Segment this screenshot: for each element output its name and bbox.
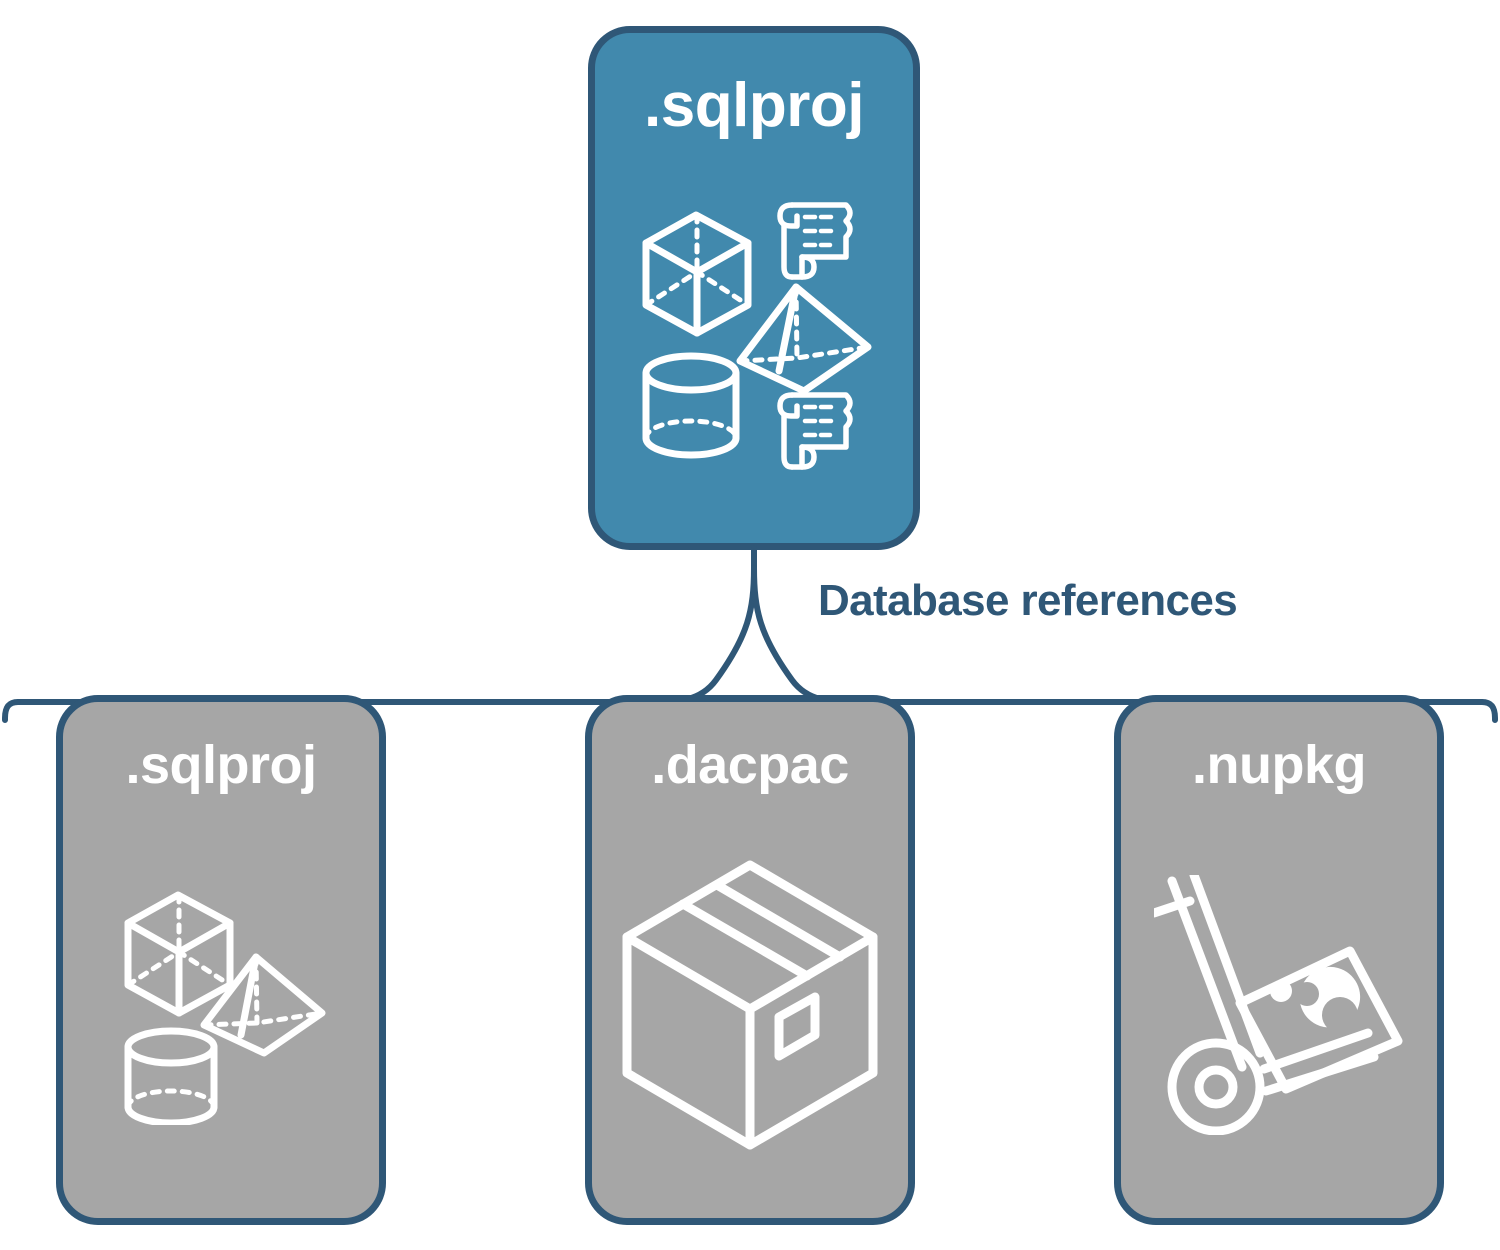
script-scroll-icon bbox=[777, 392, 853, 470]
card-title: .sqlproj bbox=[125, 735, 317, 795]
pyramid-wireframe-icon bbox=[200, 953, 326, 1057]
database-objects-with-scripts-icon bbox=[642, 202, 872, 470]
card-title: .sqlproj bbox=[644, 71, 864, 140]
card-title: .nupkg bbox=[1192, 735, 1366, 795]
ref-nupkg-icon-group bbox=[1121, 792, 1437, 1218]
pyramid-wireframe-icon bbox=[736, 283, 872, 395]
node-card-ref-nupkg[interactable]: .nupkg bbox=[1114, 695, 1444, 1225]
node-card-ref-dacpac[interactable]: .dacpac bbox=[585, 695, 915, 1225]
node-card-ref-sqlproj[interactable]: .sqlproj bbox=[56, 695, 386, 1225]
package-box-icon bbox=[622, 860, 878, 1150]
database-objects-icon bbox=[124, 891, 326, 1125]
script-scroll-icon bbox=[777, 202, 853, 280]
ref-dacpac-icon-group bbox=[592, 792, 908, 1218]
card-title: .dacpac bbox=[651, 735, 849, 795]
node-card-root-sqlproj[interactable]: .sqlproj bbox=[588, 26, 920, 550]
connector-label: Database references bbox=[818, 576, 1238, 625]
cylinder-wireframe-icon bbox=[124, 1027, 218, 1125]
root-icon-group bbox=[595, 137, 913, 543]
cube-wireframe-icon bbox=[124, 891, 234, 1017]
hand-truck-nuget-icon bbox=[1154, 875, 1403, 1135]
ref-sqlproj-icon-group bbox=[63, 792, 379, 1218]
cylinder-wireframe-icon bbox=[642, 352, 740, 459]
cube-wireframe-icon bbox=[642, 211, 752, 337]
